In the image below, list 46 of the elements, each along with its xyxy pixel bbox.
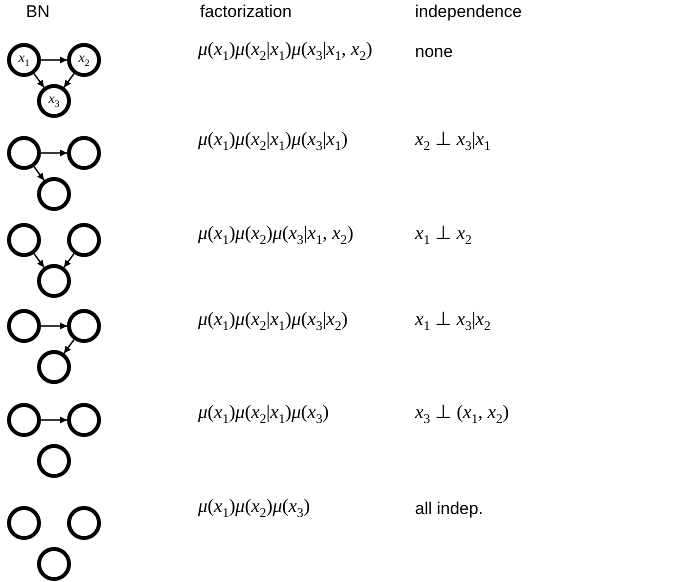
- graph-node-circle: [37, 264, 71, 298]
- independence-statement: none: [415, 43, 453, 62]
- graph-node-circle: [7, 403, 41, 437]
- graph-node-circle: [67, 506, 101, 540]
- factorization-formula: μ(x$_{1}$)μ(x$_{2}$|x$_{1}$)μ(x$_{3}$|x$_{2}$): [198, 310, 348, 334]
- factorization-formula: μ(x$_{1}$)μ(x$_{2}$|x$_{1}$)μ(x$_{3}$): [198, 403, 329, 426]
- arrow: [63, 73, 75, 88]
- independence-statement: x$_{3}$ ⊥ (x$_{1}$, x$_{2}$): [415, 403, 509, 426]
- arrow: [33, 166, 45, 181]
- graph-node-circle: [37, 177, 71, 211]
- variable-label: x$_{3}$: [48, 92, 60, 110]
- variable-label: x$_{2}$: [78, 52, 90, 68]
- arrow: [63, 253, 75, 268]
- arrow: [33, 253, 45, 268]
- graph-node-circle: [67, 136, 101, 170]
- factorization-formula: μ(x$_{1}$)μ(x$_{2}$)μ(x$_{3}$|x$_{1}$, x$_{2}$): [198, 224, 354, 248]
- graph-node-circle: [67, 403, 101, 437]
- independence-statement: all indep.: [415, 500, 484, 519]
- factorization-formula: μ(x$_{1}$)μ(x$_{2}$|x$_{1}$)μ(x$_{3}$|x$_{1}$, x$_{2}$): [198, 40, 372, 64]
- column-header: independence: [415, 3, 522, 22]
- arrow: [41, 150, 67, 156]
- graph-node-circle: [37, 84, 71, 118]
- arrow: [63, 339, 75, 354]
- variable-label: x$_{1}$: [18, 52, 30, 68]
- arrow: [41, 56, 67, 64]
- independence-statement: x$_{1}$ ⊥ x$_{3}$|x$_{2}$: [415, 310, 491, 334]
- graph-node-circle: [7, 136, 41, 170]
- graph-node-circle: [67, 43, 101, 77]
- graph-node-circle: [7, 506, 41, 540]
- arrow: [41, 322, 67, 330]
- column-header: factorization: [200, 3, 292, 22]
- graph-node-circle: [7, 223, 41, 257]
- column-header: BN: [26, 3, 50, 22]
- graph-node-circle: [67, 309, 101, 343]
- graph-node-circle: [7, 43, 41, 77]
- arrow: [33, 73, 45, 88]
- arrow: [41, 416, 67, 424]
- independence-statement: x$_{2}$ ⊥ x$_{3}$|x$_{1}$: [415, 130, 491, 154]
- graph-node-circle: [37, 444, 71, 478]
- graph-node-circle: [37, 547, 71, 581]
- factorization-formula: μ(x$_{1}$)μ(x$_{2}$)μ(x$_{3}$): [198, 497, 310, 520]
- graph-node-circle: [37, 350, 71, 384]
- factorization-formula: μ(x$_{1}$)μ(x$_{2}$|x$_{1}$)μ(x$_{3}$|x$_{1}$): [198, 130, 348, 154]
- independence-statement: x$_{1}$ ⊥ x$_{2}$: [415, 224, 472, 248]
- graph-node-circle: [67, 223, 101, 257]
- graph-node-circle: [7, 309, 41, 343]
